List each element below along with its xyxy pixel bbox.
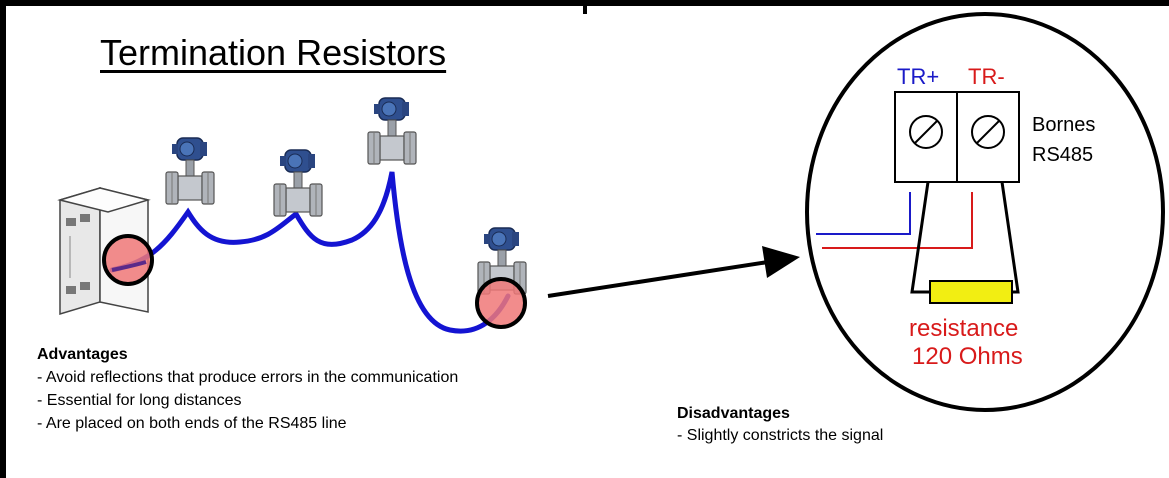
- advantages-heading: Advantages: [37, 346, 128, 363]
- zoom-arrow: [547, 246, 800, 298]
- terminal-label-line1: Bornes: [1032, 114, 1096, 136]
- flowmeter-icon: [273, 149, 323, 217]
- frame-divider: [583, 0, 587, 14]
- rs485-bus-cable: [109, 171, 511, 334]
- highlight-circle-end: [475, 277, 527, 329]
- tr-minus-label: TR-: [968, 64, 1005, 89]
- flowmeter-icon: [367, 97, 417, 165]
- resistor-label-line1: resistance: [909, 315, 1019, 342]
- resistor-icon: [910, 181, 1020, 304]
- advantage-item: - Are placed on both ends of the RS485 l…: [37, 415, 347, 432]
- signal-wires: [816, 192, 973, 249]
- flowmeter-icon: [165, 137, 215, 205]
- advantage-item: - Essential for long distances: [37, 392, 242, 409]
- page-title: Termination Resistors: [100, 32, 447, 73]
- advantage-item: - Avoid reflections that produce errors …: [37, 369, 459, 386]
- resistor-label-line2: 120 Ohms: [912, 343, 1023, 370]
- tr-plus-label: TR+: [897, 64, 940, 89]
- frame-left-border: [0, 0, 6, 478]
- terminal-label-line2: RS485: [1032, 144, 1094, 166]
- disadvantages-heading: Disadvantages: [677, 405, 790, 422]
- disadvantage-item: - Slightly constricts the signal: [677, 427, 884, 444]
- highlight-circle-start: [102, 234, 154, 286]
- screw-terminal-icon: [894, 91, 1020, 183]
